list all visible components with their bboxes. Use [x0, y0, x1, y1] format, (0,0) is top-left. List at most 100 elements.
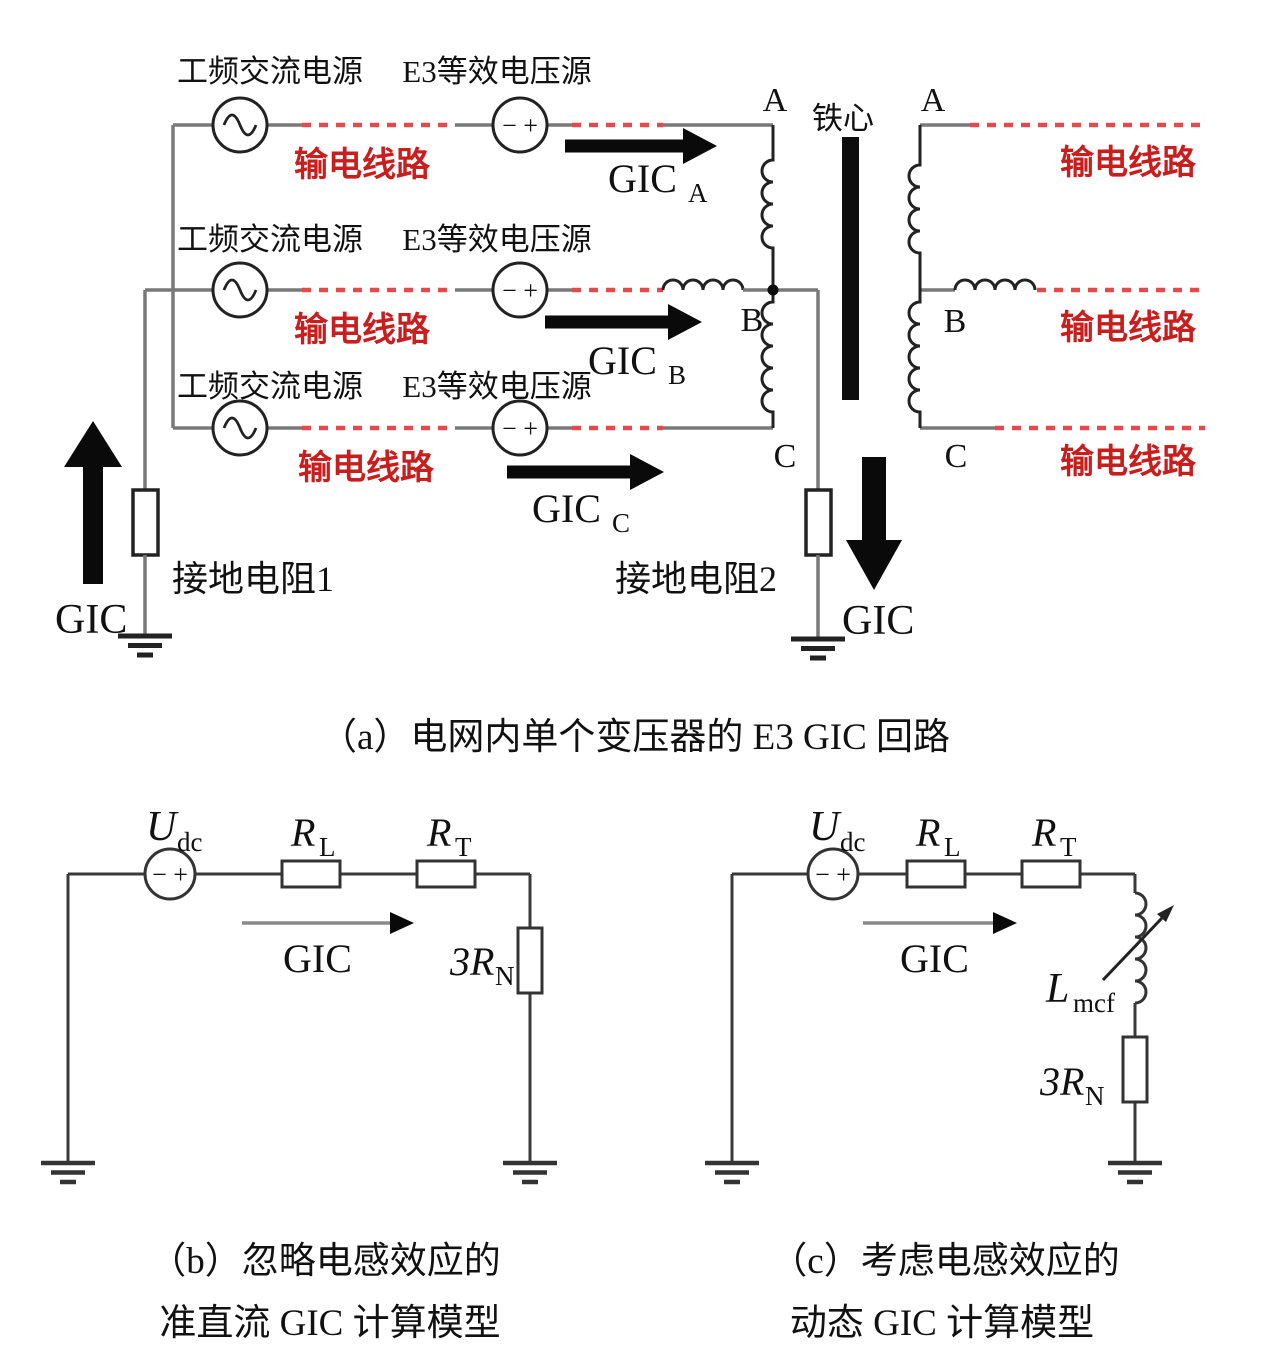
- c-3rn-sub: N: [1085, 1081, 1105, 1111]
- ac-source-label-b: 工频交流电源: [177, 222, 363, 257]
- gic-b-arrow: [545, 304, 702, 340]
- b-resistor-rl: [280, 859, 342, 889]
- c-dc-source: − +: [806, 847, 860, 901]
- b-gic-label: GIC: [283, 936, 352, 981]
- e3-source-b: − +: [491, 261, 549, 319]
- right-transmission-line-label-c: 输电线路: [1060, 443, 1197, 481]
- transmission-line-label-c: 输电线路: [298, 449, 435, 487]
- c-u-label: U: [809, 804, 842, 850]
- transmission-line-label-b: 输电线路: [294, 311, 431, 349]
- c-3rn-label: 3R: [1039, 1059, 1084, 1104]
- b-ground-right: [503, 1160, 557, 1185]
- part-b-circuit: − +: [41, 847, 557, 1185]
- b-resistor-3rn: [516, 926, 544, 995]
- b-ground-left: [41, 1160, 95, 1185]
- gic-b-label: GIC: [588, 338, 657, 383]
- e3-source-label-a: E3等效电压源: [402, 54, 591, 89]
- c-source-sign: − +: [815, 860, 851, 889]
- ac-source-c: [211, 399, 269, 457]
- gic-a-sub: A: [688, 178, 708, 208]
- b-u-label: U: [146, 804, 179, 850]
- c-gic-arrow: [863, 912, 1017, 934]
- row-b-series-inductor-icon: [661, 278, 745, 291]
- iron-core-bar: [842, 137, 859, 400]
- gic-c-arrow: [507, 454, 664, 490]
- gic-a-label: GIC: [608, 156, 677, 201]
- phase-c-left: C: [774, 438, 797, 475]
- b-3rn-label: 3R: [449, 939, 494, 984]
- c-variable-inductor-coil: [1134, 891, 1148, 1005]
- b-dc-source: − +: [143, 847, 197, 901]
- ac-sine-icon: [222, 113, 258, 137]
- phase-b-right: B: [944, 303, 967, 340]
- caption-c-line1: （c）考虑电感效应的: [770, 1240, 1119, 1282]
- gic-c-sub: C: [612, 508, 630, 538]
- c-ground-right: [1108, 1160, 1162, 1185]
- phase-a-right: A: [921, 82, 946, 119]
- b-u-sub: dc: [177, 827, 203, 857]
- c-u-sub: dc: [840, 827, 866, 857]
- c-rt-label: R: [1031, 810, 1056, 855]
- right-transformer-winding: [907, 125, 922, 428]
- ac-source-b: [211, 261, 269, 319]
- e3-source-sign: − +: [502, 111, 538, 140]
- part-c-circuit: − +: [705, 847, 1174, 1185]
- right-transmission-line-label-b: 输电线路: [1060, 309, 1197, 347]
- gic-right-label: GIC: [842, 598, 914, 644]
- phase-a-left: A: [763, 82, 788, 119]
- e3-source-label-c: E3等效电压源: [402, 369, 591, 404]
- c-lmcf-sub: mcf: [1073, 988, 1115, 1018]
- c-rt-sub: T: [1060, 832, 1077, 862]
- c-resistor-3rn: [1121, 1035, 1149, 1104]
- e3-source-sign: − +: [502, 414, 538, 443]
- caption-b-line1: （b）忽略电感效应的: [149, 1240, 501, 1282]
- gic-c-label: GIC: [532, 486, 601, 531]
- c-rl-label: R: [915, 810, 940, 855]
- b-rt-sub: T: [455, 832, 472, 862]
- grounding-resistor-1: [131, 488, 160, 557]
- transmission-line-label-a: 输电线路: [294, 146, 431, 184]
- caption-c-line2: 动态 GIC 计算模型: [790, 1302, 1094, 1344]
- gic-up-arrow: [64, 421, 122, 584]
- grounding-resistor-2: [804, 488, 833, 557]
- ground-symbol-2: [791, 636, 845, 661]
- c-resistor-rt: [1020, 859, 1082, 889]
- gic-b-sub: B: [668, 360, 686, 390]
- b-gic-arrow: [242, 912, 414, 934]
- right-row-b-series-inductor-icon: [953, 278, 1037, 291]
- b-3rn-sub: N: [495, 961, 515, 991]
- junction-dot: [767, 284, 779, 296]
- part-a-circuit: − + − + − +: [64, 96, 1205, 661]
- c-rl-sub: L: [944, 832, 961, 862]
- caption-b-line2: 准直流 GIC 计算模型: [159, 1302, 500, 1344]
- gic-a-arrow: [565, 128, 717, 164]
- part-b-labels: U dc R L R T 3R N GIC （b）忽略电感效应的 准直流 GIC…: [146, 804, 515, 1344]
- ac-source-label-a: 工频交流电源: [177, 54, 363, 89]
- part-c-labels: U dc R L R T L mcf 3R N GIC （c）考虑电感效应的 动…: [770, 804, 1119, 1344]
- grounding-resistor-2-label: 接地电阻2: [615, 559, 777, 599]
- caption-a: （a）电网内单个变压器的 E3 GIC 回路: [320, 716, 950, 758]
- part-a-labels: 工频交流电源 E3等效电压源 工频交流电源 E3等效电压源 工频交流电源 E3等…: [55, 54, 1197, 758]
- phase-c-right: C: [945, 438, 968, 475]
- c-variable-inductor-arrow: [1101, 905, 1174, 982]
- ac-sine-icon: [222, 278, 258, 302]
- ac-source-label-c: 工频交流电源: [177, 369, 363, 404]
- e3-source-c: − +: [491, 399, 549, 457]
- grounding-resistor-1-label: 接地电阻1: [172, 559, 334, 599]
- phase-b-left: B: [741, 302, 764, 339]
- b-source-sign: − +: [152, 860, 188, 889]
- ac-sine-icon: [222, 416, 258, 440]
- iron-core-label: 铁心: [812, 101, 874, 136]
- b-resistor-rt: [415, 859, 477, 889]
- ac-source-a: [211, 96, 269, 154]
- b-rl-sub: L: [319, 832, 336, 862]
- e3-source-label-b: E3等效电压源: [402, 222, 591, 257]
- b-rl-label: R: [290, 810, 315, 855]
- gic-left-label: GIC: [55, 597, 127, 643]
- right-transmission-line-label-a: 输电线路: [1060, 144, 1197, 182]
- gic-down-arrow: [846, 457, 902, 590]
- b-rt-label: R: [426, 810, 451, 855]
- c-ground-left: [705, 1160, 759, 1185]
